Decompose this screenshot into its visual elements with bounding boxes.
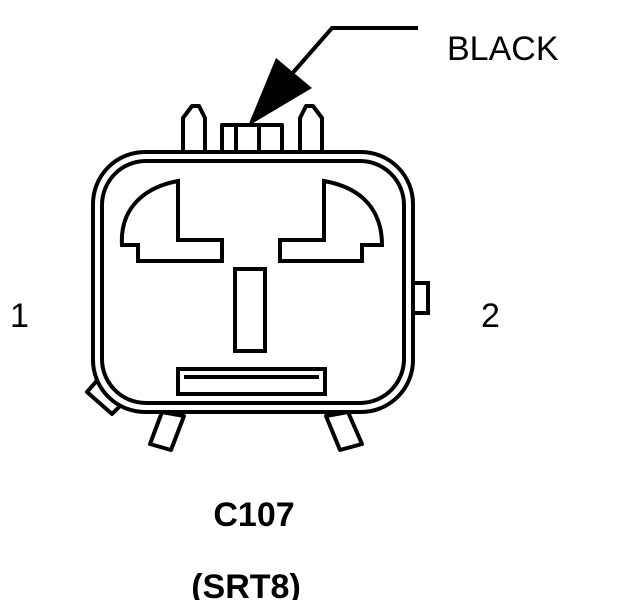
wire-color-label: BLACK [447, 30, 559, 68]
pin-2-label: 2 [481, 297, 500, 335]
wire-color-leader [248, 26, 418, 126]
connector-variant-label: (SRT8) [191, 568, 301, 600]
cavity-bottom-horizontal [176, 367, 327, 396]
terminal-cavities [119, 178, 385, 396]
foot-bottom-left [148, 410, 186, 452]
pin-1-label: 1 [10, 297, 29, 335]
foot-bottom-right [324, 410, 364, 452]
top-latch [181, 104, 324, 157]
latch-left-tab [181, 104, 207, 152]
leader-arrowhead [248, 58, 312, 126]
latch-right-tab [298, 104, 324, 152]
cavity-upper-right [278, 178, 385, 263]
cavity-center-vertical [233, 267, 267, 353]
connector-id-label: C107 [213, 496, 294, 534]
cavity-upper-left [119, 178, 224, 263]
leader-line [274, 26, 418, 94]
